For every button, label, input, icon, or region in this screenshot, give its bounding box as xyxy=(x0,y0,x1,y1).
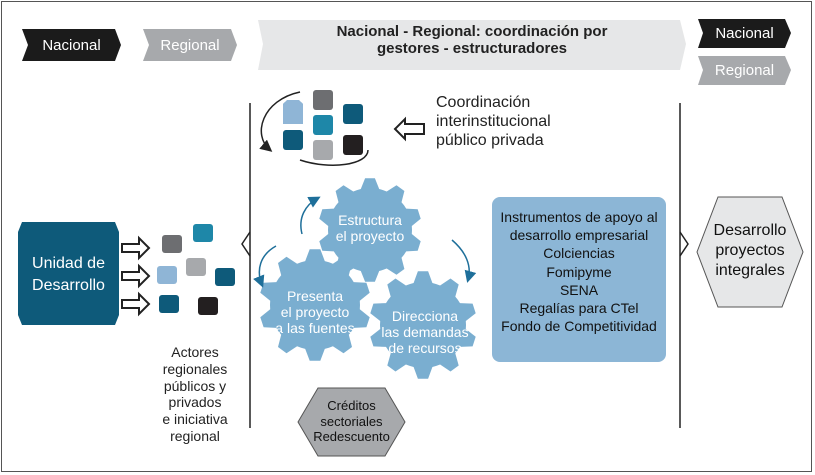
right-brace xyxy=(679,231,689,257)
unidad-arrow-2 xyxy=(121,263,151,289)
gear-right-label: Direcciona las demandas de recursos xyxy=(380,308,470,356)
gear-top-line2: el proyecto xyxy=(335,228,405,245)
desarrollo-hexagon xyxy=(696,196,804,308)
desarrollo-line2: proyectos xyxy=(715,242,785,259)
unidad-arrow-1 xyxy=(121,235,151,261)
nacional-left-tag xyxy=(22,29,121,61)
instrumentos-panel xyxy=(492,197,666,362)
header-title-line1: Nacional - Regional: coordinación por xyxy=(336,23,608,40)
instrumentos-line2: desarrollo empresarial xyxy=(509,227,649,244)
gear-left-label: Presenta el proyecto a las fuentes xyxy=(270,288,360,336)
creditos-hexagon xyxy=(297,387,406,457)
gear-direcciona xyxy=(370,271,476,379)
coordination-line1: Coordinación xyxy=(436,94,531,111)
creditos-label: Créditos sectoriales Redescuento xyxy=(298,398,405,445)
gear-left-line3: a las fuentes xyxy=(275,320,355,337)
actores-line3: públicos y xyxy=(163,377,227,394)
cycle-arrow-right xyxy=(451,239,477,283)
regional-left-tag xyxy=(143,29,237,61)
instrumentos-line3: Colciencias xyxy=(543,245,615,262)
unidad-arrow-3 xyxy=(121,291,151,317)
nacional-right-tag xyxy=(698,19,791,48)
desarrollo-line3: integrales xyxy=(715,262,785,279)
gear-right-line3: de recursos xyxy=(388,340,462,357)
actores-line6: regional xyxy=(170,427,220,444)
header-center-banner xyxy=(258,20,686,70)
instrumentos-line1: Instrumentos de apoyo al xyxy=(500,209,658,225)
unidad-line1: Unidad de xyxy=(32,255,105,272)
instrumentos-line6: Regalías para CTel xyxy=(519,299,639,316)
desarrollo-line1: Desarrollo xyxy=(713,222,787,239)
gear-left-line1: Presenta xyxy=(286,288,344,304)
coordination-line3: público privada xyxy=(436,132,544,150)
unidad-line2: Desarrollo xyxy=(32,276,105,294)
gear-right-line1: Direcciona xyxy=(391,308,459,324)
gear-right-line2: las demandas xyxy=(381,324,469,341)
creditos-line1: Créditos xyxy=(327,398,376,413)
gear-top-label: Estructura el proyecto xyxy=(330,212,410,244)
unidad-label: Unidad de Desarrollo xyxy=(18,253,119,296)
gear-presenta xyxy=(260,249,370,361)
instrumentos-line7: Fondo de Competitividad xyxy=(501,318,657,335)
coordination-hollow-arrow xyxy=(393,116,425,142)
coordination-cycle-arrow xyxy=(259,91,301,152)
creditos-line2: sectoriales xyxy=(320,413,383,429)
header-title-line2: gestores - estructuradores xyxy=(376,40,568,58)
coordination-cluster xyxy=(283,90,363,160)
regional-left-label: Regional xyxy=(160,36,220,54)
cycle-arrow-left xyxy=(253,245,277,288)
gearRight-shape xyxy=(370,271,476,379)
coordination-line2: interinstitucional xyxy=(436,113,551,131)
instrumentos-line5: SENA xyxy=(559,281,599,298)
actores-line4: privados xyxy=(168,394,222,411)
instrumentos-line4: Fomipyme xyxy=(546,263,612,280)
desarrollo-label: Desarrollo proyectos integrales xyxy=(697,221,803,281)
gearLeft-shape xyxy=(260,249,370,361)
instrumentos-label: Instrumentos de apoyo al desarrollo empr… xyxy=(492,208,666,335)
unidad-box xyxy=(18,222,119,325)
coordination-cycle-arrow-2 xyxy=(299,149,369,166)
actores-line2: regionales xyxy=(162,360,228,377)
header-title: Nacional - Regional: coordinación por ge… xyxy=(262,23,682,58)
left-brace xyxy=(241,231,251,257)
gear-left-line2: el proyecto xyxy=(280,304,350,321)
gear-estructura xyxy=(319,178,421,282)
coordination-label: Coordinación interinstitucional público … xyxy=(436,93,551,151)
actores-line5: e iniciativa xyxy=(162,411,228,428)
actores-line1: Actores xyxy=(171,344,219,360)
cycle-arrow-up xyxy=(300,196,321,235)
nacional-left-label: Nacional xyxy=(42,36,101,54)
actores-label: Actores regionales públicos y privados e… xyxy=(145,344,245,445)
nacional-right-label: Nacional xyxy=(715,25,774,42)
gearTop-shape xyxy=(319,178,421,282)
gear-top-line1: Estructura xyxy=(338,212,402,228)
creditos-line3: Redescuento xyxy=(313,429,390,445)
regional-right-tag xyxy=(698,56,791,85)
actores-cluster xyxy=(157,224,235,315)
regional-right-label: Regional xyxy=(714,62,775,79)
